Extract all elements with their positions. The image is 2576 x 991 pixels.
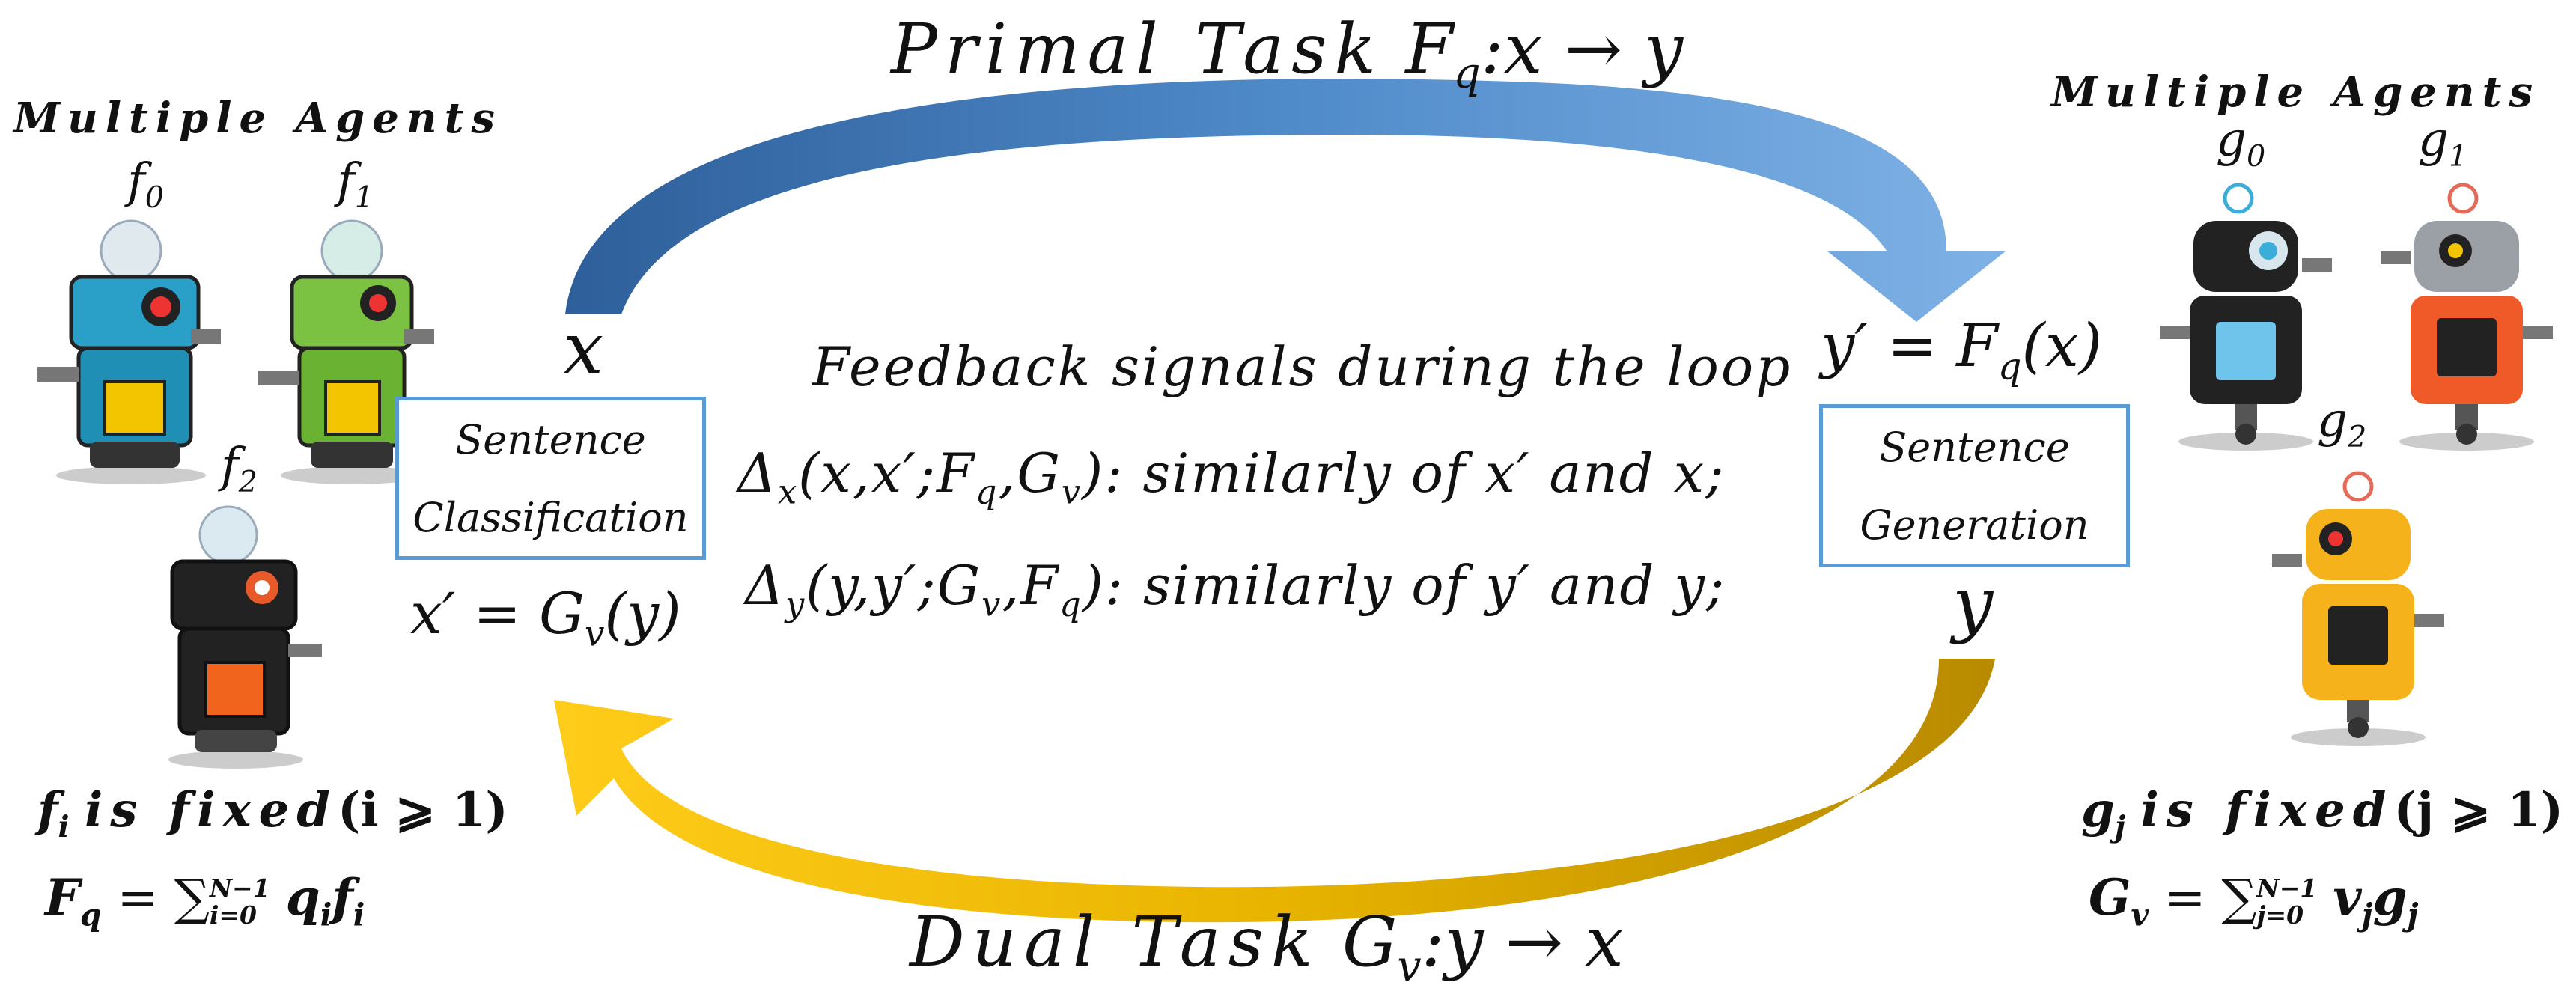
- right-node-output: y′ = Fq(x): [1821, 311, 2103, 388]
- classification-line2: Classification: [412, 493, 689, 541]
- primal-task-arrow: [565, 79, 2006, 322]
- feedback-line-y: Δy(y,y′;Gv,Fq): similarly of y′ and y;: [745, 554, 1726, 624]
- feedback-line-x: Δx(x,x′;Fq,Gv): similarly of x′ and x;: [737, 442, 1726, 512]
- primal-task-prefix: Primal Task: [891, 9, 1384, 89]
- primal-task-func-sub: q: [1453, 48, 1481, 98]
- classification-line1: Sentence: [455, 415, 646, 463]
- sentence-classification-box: Sentence Classification: [395, 397, 706, 560]
- primal-task-func: F: [1405, 9, 1454, 89]
- left-agent-label-0: f0: [127, 153, 164, 215]
- dual-task-func-sub: v: [1397, 941, 1422, 991]
- generation-line1: Sentence: [1879, 423, 2070, 471]
- sentence-generation-box: Sentence Generation: [1819, 404, 2130, 567]
- right-node-input: y: [1952, 561, 1994, 645]
- generation-line2: Generation: [1860, 501, 2089, 549]
- right-agent-label-2: g2: [2317, 393, 2367, 454]
- robot-icon: [258, 219, 434, 484]
- left-group-title: Multiple Agents: [13, 94, 503, 143]
- dual-task-func: G: [1342, 902, 1398, 982]
- robot-icon: [37, 219, 221, 484]
- robot-icon: [2381, 183, 2553, 451]
- feedback-title: Feedback signals during the loop: [812, 335, 1793, 398]
- left-fixed-note: fi is fixed(i ⩾ 1): [37, 782, 508, 844]
- left-node-input: x: [563, 307, 604, 391]
- left-agent-label-2: f2: [221, 438, 258, 499]
- right-agent-label-0: g0: [2216, 112, 2266, 174]
- left-agent-label-1: f1: [337, 153, 374, 215]
- right-group-title: Multiple Agents: [2051, 67, 2541, 117]
- robot-icon: [2160, 183, 2332, 451]
- right-agent-label-1: g1: [2418, 112, 2468, 174]
- right-fixed-note: gj is fixed(j ⩾ 1): [2081, 782, 2563, 844]
- dual-task-arrow: [554, 659, 1995, 923]
- dual-task-prefix: Dual Task: [910, 902, 1321, 982]
- robot-icon: [2272, 471, 2444, 746]
- dual-task-mapping: :y → x: [1421, 902, 1624, 982]
- left-node-output: x′ = Gv(y): [410, 580, 681, 655]
- primal-task-mapping: :x → y: [1480, 9, 1684, 89]
- primal-task-title: Primal Task Fq:x → y: [891, 9, 1683, 98]
- dual-task-title: Dual Task Gv:y → x: [910, 902, 1624, 991]
- robot-icon: [168, 505, 322, 769]
